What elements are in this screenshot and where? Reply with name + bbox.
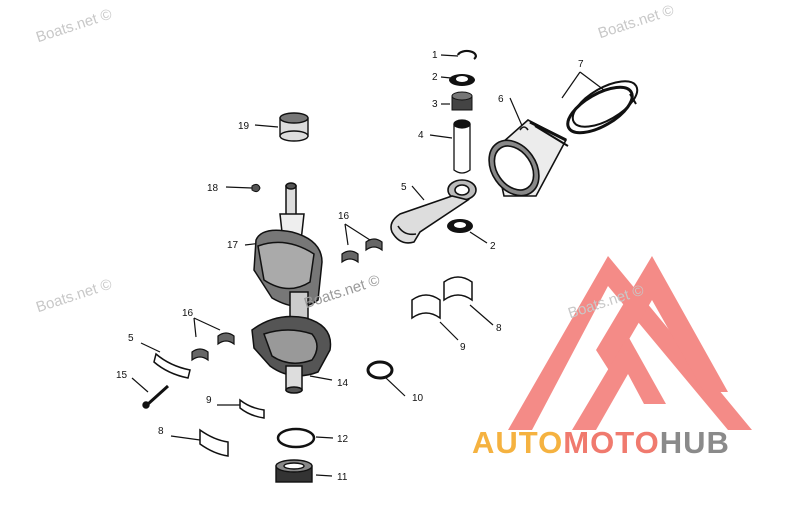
callout-number: 1: [432, 50, 438, 61]
needle-bearing-cage-part: [341, 238, 383, 264]
brand-part-3: HUB: [659, 425, 730, 460]
leader-line: [469, 304, 494, 326]
needle-bearing-part: [451, 91, 473, 111]
bearing-shell-left-part: [239, 398, 265, 419]
leader-line: [509, 97, 524, 129]
callout-number: 15: [116, 370, 128, 381]
callout-number: 18: [207, 183, 219, 194]
brand-wordmark: AUTOMOTOHUB: [472, 425, 730, 461]
rod-cap-part: [153, 352, 191, 379]
callout-number: 19: [238, 121, 250, 132]
leader-line: [440, 76, 452, 79]
leader-line: [193, 317, 221, 331]
bearing-sleeve-part: [279, 112, 309, 142]
o-ring-part: [276, 427, 316, 449]
callout-number: 7: [578, 59, 584, 70]
callout-number: 8: [158, 426, 164, 437]
leader-line: [429, 134, 453, 139]
leader-line: [315, 474, 333, 477]
brand-logo-icon: [508, 256, 752, 430]
leader-line: [344, 223, 371, 241]
main-bearing-left-part: [199, 428, 229, 457]
thrust-washer-lower-part: [447, 219, 473, 233]
leader-line: [439, 321, 459, 341]
callout-number: 3: [432, 99, 438, 110]
woodruff-key-part: [251, 183, 261, 193]
leader-line: [469, 231, 488, 244]
rod-screw-part: [142, 384, 170, 409]
leader-line: [131, 377, 149, 393]
brand-part-2: MOTO: [563, 425, 660, 460]
leader-line: [440, 54, 459, 57]
leader-line: [193, 317, 197, 338]
oil-seal-part: [275, 459, 313, 483]
needle-bearing-cage-left-part: [191, 332, 235, 362]
piston-rings-part: [566, 80, 639, 135]
leader-line: [225, 186, 253, 189]
callout-number: 14: [337, 378, 349, 389]
callout-number: 9: [460, 342, 466, 353]
callout-number: 8: [496, 323, 502, 334]
leader-line: [411, 185, 425, 201]
brand-part-1: AUTO: [472, 425, 564, 460]
callout-number: 4: [418, 130, 424, 141]
callout-number: 5: [128, 333, 134, 344]
callout-number: 6: [498, 94, 504, 105]
callout-number: 2: [490, 241, 496, 252]
main-bearing-half-part: [443, 276, 473, 302]
leader-line: [140, 342, 161, 353]
crankshaft-part: [251, 182, 332, 394]
callout-number: 5: [401, 182, 407, 193]
bearing-shell-part: [411, 294, 441, 320]
retaining-clip-part: [456, 49, 477, 60]
leader-line: [579, 71, 605, 91]
leader-line: [254, 124, 279, 128]
leader-line: [561, 71, 581, 99]
piston-part: [488, 119, 569, 197]
leader-line: [344, 223, 349, 246]
callout-number: 16: [182, 308, 194, 319]
callout-number: 17: [227, 240, 239, 251]
leader-line: [315, 436, 334, 439]
callout-number: 12: [337, 434, 349, 445]
callout-number: 2: [432, 72, 438, 83]
callout-number: 16: [338, 211, 350, 222]
leader-line: [309, 375, 333, 381]
piston-pin-part: [453, 119, 471, 174]
callout-number: 11: [337, 472, 348, 483]
thrust-washer-part: [449, 74, 475, 86]
leader-line: [170, 435, 201, 441]
callout-number: 9: [206, 395, 212, 406]
callout-number: 10: [412, 393, 424, 404]
leader-line: [385, 377, 406, 397]
retaining-ring-part: [366, 360, 394, 380]
connecting-rod-part: [390, 179, 477, 244]
